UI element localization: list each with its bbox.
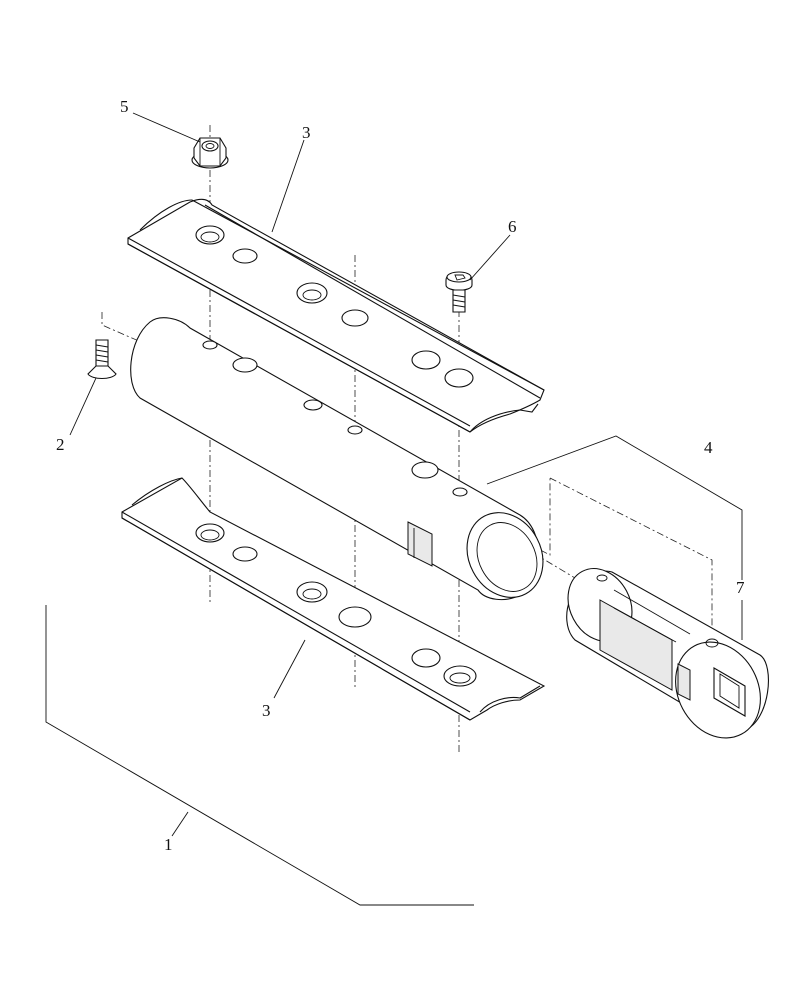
callout-5: 5 (120, 97, 129, 116)
button-head-screw (445, 271, 473, 313)
callout-labels: 5 3 6 2 4 7 3 1 (56, 97, 745, 854)
drive-coupler (566, 568, 769, 739)
callout-3-lower: 3 (262, 701, 271, 720)
callout-3-upper: 3 (302, 123, 311, 142)
lower-half-clamp (121, 477, 546, 721)
callout-2: 2 (56, 435, 65, 454)
flange-nut (191, 137, 229, 169)
callout-4: 4 (704, 438, 713, 457)
main-tube (130, 317, 544, 601)
callout-6: 6 (508, 217, 517, 236)
countersunk-screw (87, 339, 117, 380)
callout-7: 7 (736, 578, 745, 597)
assembly-bracket-line (45, 605, 474, 906)
leader-lines (69, 112, 743, 837)
callout-1: 1 (164, 835, 173, 854)
upper-half-clamp (127, 198, 545, 433)
